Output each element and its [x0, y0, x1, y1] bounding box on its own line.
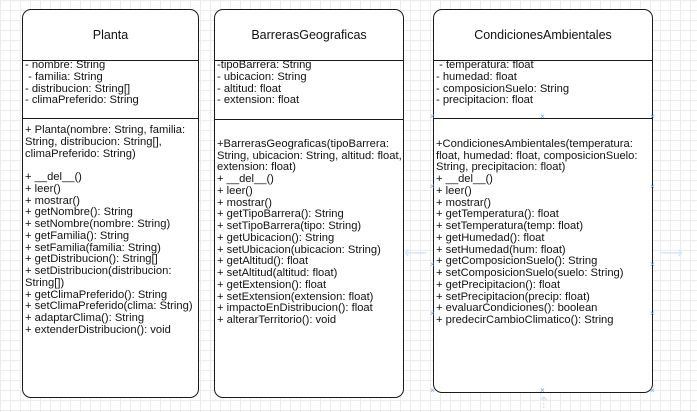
method-line[interactable]: + mostrar() [25, 194, 81, 207]
method-line[interactable]: + mostrar() [436, 196, 492, 209]
methods-barreras-geograficas[interactable]: +BarrerasGeograficas(tipoBarrera: String… [215, 127, 403, 327]
attribute-line[interactable]: - extension: float [217, 94, 300, 107]
method-line[interactable]: + setPrecipitacion(precip: float) [436, 290, 590, 303]
connection-arrow-icon[interactable]: ⟶ [660, 245, 683, 262]
attribute-line[interactable]: - nombre: String [25, 59, 106, 71]
method-line[interactable]: + getComposicionSuelo(): String [436, 255, 598, 268]
method-line[interactable]: +BarrerasGeograficas(tipoBarrera: String… [217, 137, 405, 174]
method-line[interactable]: + getTemperatura(): float [436, 208, 559, 221]
method-line[interactable]: + setTipoBarrera(tipo: String) [217, 220, 362, 232]
method-line[interactable]: + getNombre(): String [25, 206, 133, 219]
method-line[interactable]: + setClimaPreferido(clima: String) [25, 300, 193, 313]
method-line[interactable]: + getDistribucion(): String[] [25, 253, 158, 266]
attribute-line[interactable]: -tipoBarrera: String [217, 59, 312, 71]
method-line[interactable]: + getTipoBarrera(): String [217, 208, 344, 221]
selection-handle-icon[interactable]: × [650, 386, 655, 395]
method-line[interactable]: + getUbicacion(): String [217, 231, 335, 244]
class-name-condiciones-ambientales: CondicionesAmbientales [434, 10, 652, 61]
method-line[interactable]: + mostrar() [217, 196, 273, 209]
method-line[interactable]: + getExtension(): float [217, 278, 327, 291]
method-line[interactable]: + setDistribucion(distribucion: String[]… [25, 265, 175, 289]
method-line[interactable]: + alterarTerritorio(): void [217, 314, 337, 326]
method-line[interactable]: + getFamilia(): String [25, 229, 130, 242]
method-line[interactable]: + __del__() [436, 173, 493, 185]
method-line[interactable]: + getPrecipitacion(): float [436, 278, 561, 291]
selection-handle-icon[interactable]: × [430, 309, 435, 318]
class-box-planta[interactable]: Planta - nombre: String - familia: Strin… [22, 9, 199, 398]
selection-handle-icon[interactable]: × [650, 260, 655, 269]
method-line[interactable]: + getAltitud(): float [217, 255, 309, 268]
selection-handle-icon[interactable]: × [540, 112, 545, 121]
selection-handle-icon[interactable]: × [430, 386, 435, 395]
class-box-barreras-geograficas[interactable]: BarrerasGeograficas -tipoBarrera: String… [214, 9, 404, 398]
method-line[interactable]: + getHumedad(): float [436, 231, 545, 244]
method-line[interactable]: + leer() [436, 184, 472, 197]
method-line[interactable]: + setAltitud(altitud: float) [217, 267, 338, 279]
attributes-barreras-geograficas[interactable]: -tipoBarrera: String- ubicacion: String-… [215, 59, 403, 120]
method-line[interactable]: + leer() [25, 182, 61, 195]
method-line[interactable]: + __del__() [25, 171, 82, 183]
attributes-condiciones-ambientales[interactable]: - temperatura: float- humedad: float- co… [434, 59, 652, 119]
attribute-line[interactable]: - familia: String [25, 70, 103, 83]
method-line[interactable]: + leer() [217, 184, 253, 197]
methods-condiciones-ambientales[interactable]: +CondicionesAmbientales(temperatura: flo… [434, 127, 652, 327]
method-line[interactable]: + setComposicionSuelo(suelo: String) [436, 267, 624, 279]
selection-handle-icon[interactable]: × [430, 182, 435, 191]
selection-handle-icon[interactable]: × [650, 182, 655, 191]
attribute-line[interactable]: - ubicacion: String [217, 70, 307, 83]
connection-arrow-icon[interactable]: ⇡ [537, 395, 551, 412]
attribute-line[interactable]: - temperatura: float [436, 59, 534, 71]
method-line[interactable]: + __del__() [217, 173, 274, 185]
method-line[interactable]: + setTemperatura(temp: float) [436, 220, 584, 232]
method-line[interactable] [434, 127, 652, 139]
method-line[interactable]: + setUbicacion(ubicacion: String) [217, 243, 381, 256]
attributes-planta[interactable]: - nombre: String - familia: String- dist… [23, 59, 198, 119]
selection-handle-icon[interactable]: × [650, 112, 655, 121]
class-name-barreras-geograficas: BarrerasGeograficas [215, 10, 403, 61]
method-line[interactable]: + setHumedad(hum: float) [436, 243, 566, 256]
method-line[interactable]: + predecirCambioClimatico(): String [436, 314, 614, 326]
method-line[interactable]: + evaluarCondiciones(): boolean [436, 302, 598, 315]
method-line[interactable] [215, 127, 403, 139]
attribute-line[interactable]: - distribucion: String[] [25, 82, 131, 95]
method-line[interactable]: + setFamilia(familia: String) [25, 241, 161, 254]
class-box-condiciones-ambientales[interactable]: CondicionesAmbientales - temperatura: fl… [433, 9, 653, 393]
selection-handle-icon[interactable]: × [430, 260, 435, 269]
method-line[interactable]: + setExtension(extension: float) [217, 290, 374, 303]
attribute-line[interactable]: - altitud: float [217, 82, 282, 95]
method-line[interactable]: + adaptarClima(): String [25, 312, 145, 324]
attribute-line[interactable]: - climaPreferido: String [25, 94, 139, 107]
selection-handle-icon[interactable]: × [650, 309, 655, 318]
methods-planta[interactable]: + Planta(nombre: String, familia: String… [23, 124, 198, 337]
method-line[interactable]: + impactoEnDistribucion(): float [217, 302, 373, 315]
attribute-line[interactable]: - precipitacion: float [436, 94, 534, 107]
method-line[interactable]: + extenderDistribucion(): void [25, 323, 171, 336]
method-line[interactable]: + setNombre(nombre: String) [25, 218, 171, 230]
attribute-line[interactable]: - composicionSuelo: String [436, 82, 570, 95]
class-name-planta: Planta [23, 10, 198, 61]
selection-handle-icon[interactable]: × [430, 112, 435, 121]
method-line[interactable]: + Planta(nombre: String, familia: String… [25, 124, 189, 160]
selection-handle-icon[interactable]: × [540, 386, 545, 395]
connection-arrow-icon[interactable]: ⟵ [404, 245, 427, 262]
method-line[interactable]: + getClimaPreferido(): String [25, 288, 168, 301]
method-line[interactable]: +CondicionesAmbientales(temperatura: flo… [436, 137, 641, 174]
attribute-line[interactable]: - humedad: float [436, 70, 517, 83]
